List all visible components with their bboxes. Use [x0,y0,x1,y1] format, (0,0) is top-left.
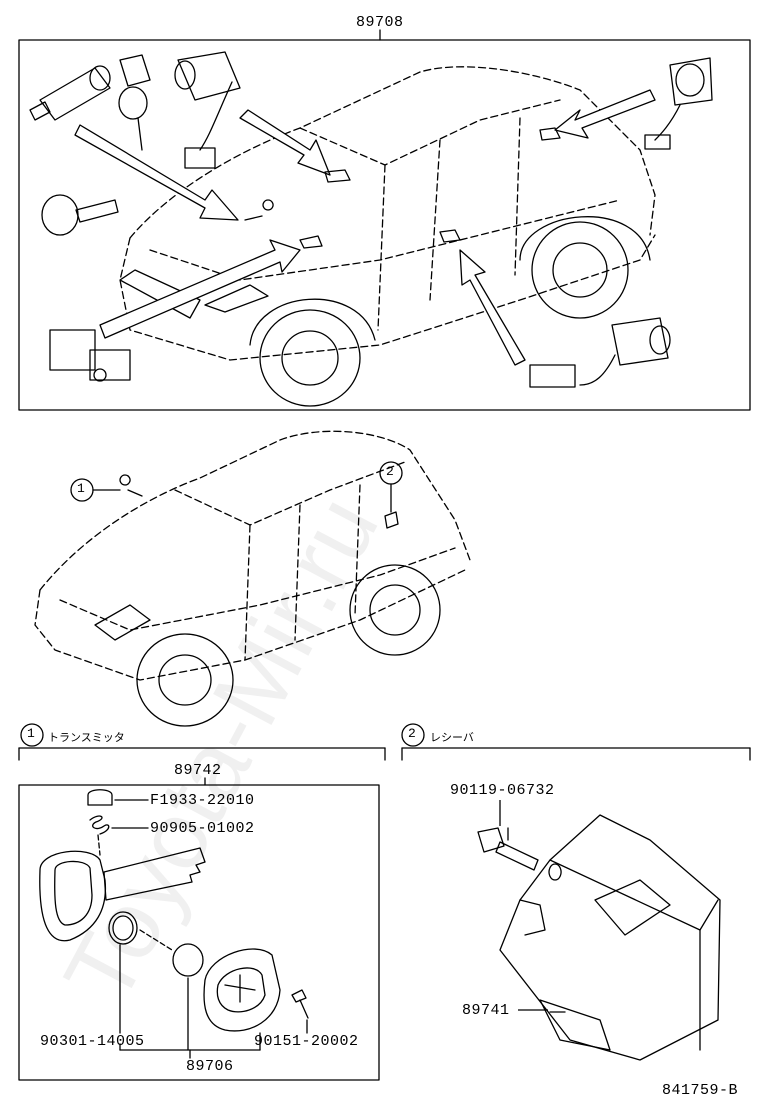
transmitter-mark [119,474,143,497]
part-number-89742[interactable]: 89742 [174,762,222,779]
part-number-bolt[interactable]: 90119-06732 [450,782,555,799]
section-1-title: トランスミッタ [48,731,125,744]
part-number-cap[interactable]: F1933-22010 [150,792,255,809]
section-1-number[interactable]: 1 [27,726,36,741]
middle-wheels [94,564,441,727]
transmitter-key [39,834,206,942]
cap-part [87,789,113,806]
section-1-circle [20,723,44,747]
section-2-title: レシーバ [430,731,474,744]
transmitter-frame [18,784,380,1081]
illustration-id: 841759-B [662,1082,739,1099]
part-number-receiver[interactable]: 89741 [462,1002,510,1019]
door-lock-cylinder [29,65,111,121]
spring-part [89,815,110,835]
rear-lock-cylinder [644,57,713,150]
o-ring-part [108,911,173,951]
receiver-bolt [477,827,539,871]
callout-2-number[interactable]: 2 [386,464,395,479]
part-number-o-ring[interactable]: 90301-14005 [40,1033,145,1050]
case-screw [291,989,309,1019]
pointer-arrows [74,89,656,366]
headlight [204,284,269,313]
battery-part [172,943,204,977]
top-vehicle-illustration [119,66,656,361]
lock-marks [244,127,561,249]
top-frame [18,39,751,411]
key-blanks [41,54,151,236]
part-number-screw[interactable]: 90151-20002 [254,1033,359,1050]
part-number-89708[interactable]: 89708 [356,14,404,31]
middle-vehicle-illustration [34,430,471,681]
ignition-cylinder [174,51,241,169]
callout-1-number[interactable]: 1 [77,481,86,496]
receiver-mark [384,511,399,529]
part-number-case[interactable]: 89706 [186,1058,234,1075]
section-2-circle [401,723,425,747]
hood-lock-switch [49,329,131,382]
section-2-number[interactable]: 2 [408,726,417,741]
top-wheels [249,216,651,407]
part-number-spring[interactable]: 90905-01002 [150,820,255,837]
side-lock-cylinder [529,317,671,388]
receiver-unit [499,814,721,1061]
section-1-leaders [119,944,308,1059]
transmitter-case [203,948,281,1032]
